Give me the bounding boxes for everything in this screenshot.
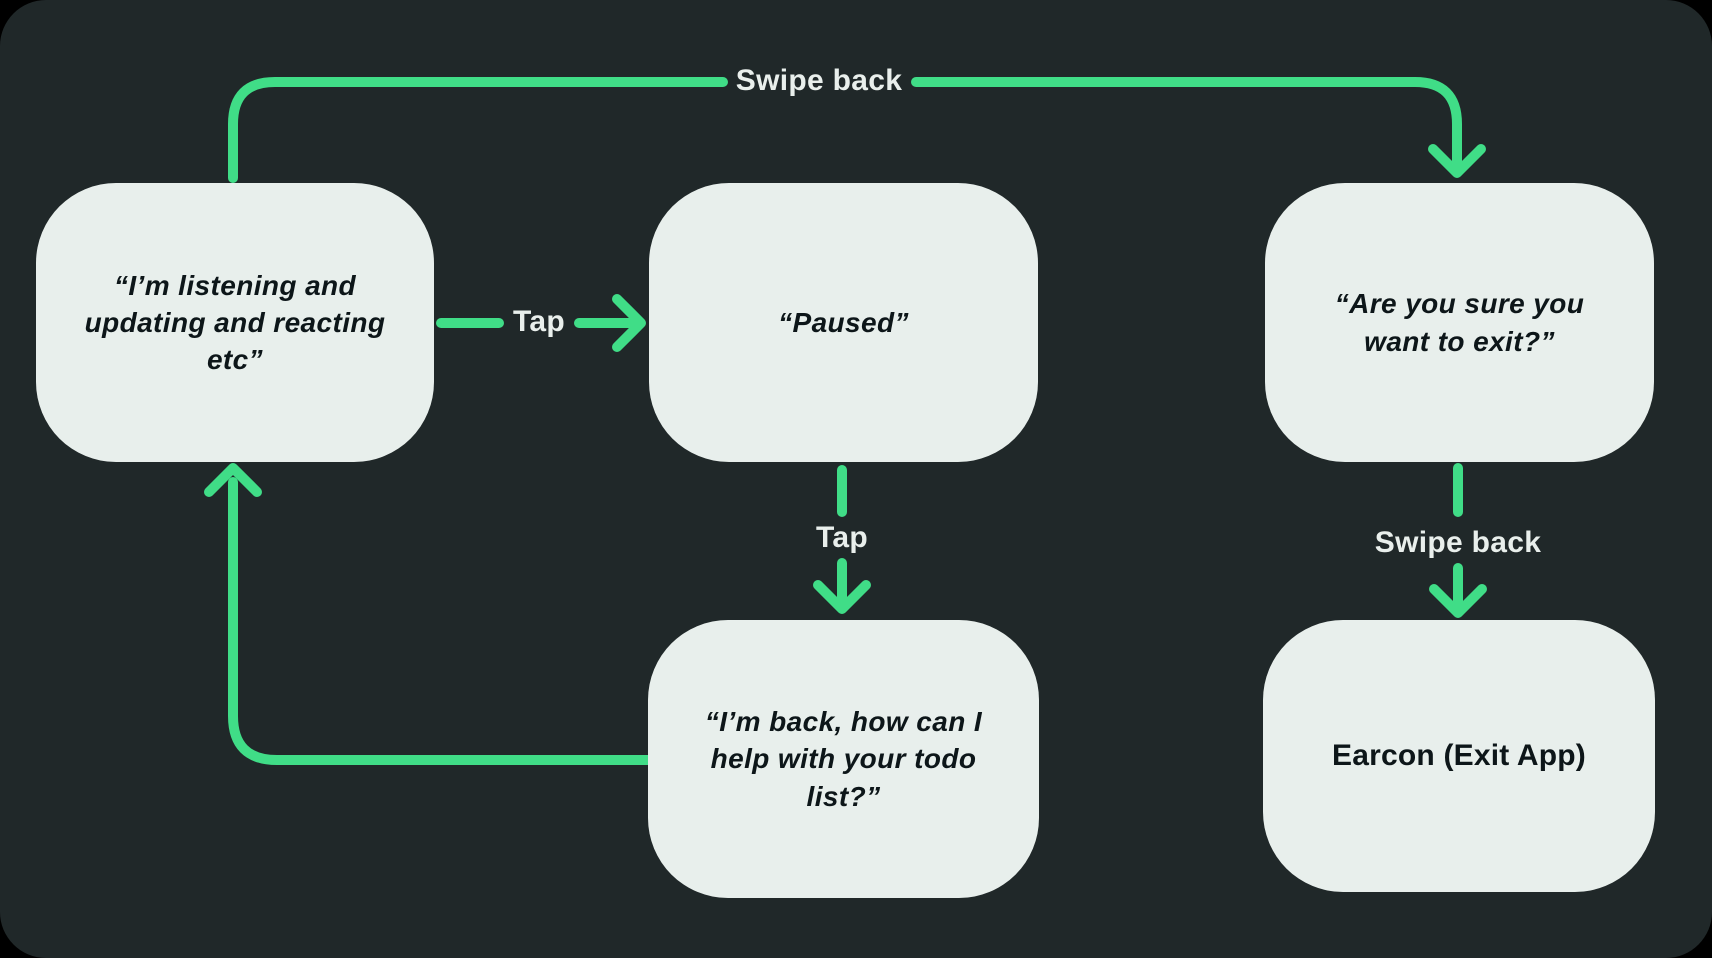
flow-node-earcon-exit: Earcon (Exit App) — [1263, 620, 1655, 892]
flow-node-back-greeting-label: “I’m back, how can I help with your todo… — [704, 706, 983, 812]
flow-node-listening-label: “I’m listening and updating and reacting… — [84, 269, 386, 376]
flow-node-listening: “I’m listening and updating and reacting… — [36, 183, 434, 462]
arrowhead-down-into-back-greeting — [813, 580, 871, 614]
arrowhead-down-into-earcon-exit — [1429, 584, 1487, 618]
edge-swipe-back-top-segment-right — [911, 77, 1462, 171]
edge-label-swipe-back-right: Swipe back — [1374, 526, 1542, 559]
flow-node-back-greeting: “I’m back, how can I help with your todo… — [648, 620, 1039, 898]
edge-return-loop — [228, 477, 653, 765]
arrowhead-right-into-paused — [612, 294, 646, 352]
arrowhead-up-into-listening — [204, 463, 262, 497]
flow-node-paused-label: “Paused” — [778, 306, 909, 338]
edge-label-swipe-back-top: Swipe back — [735, 64, 903, 97]
edge-label-tap-vertical: Tap — [815, 521, 869, 554]
flow-node-paused: “Paused” — [649, 183, 1038, 462]
edge-swipe-back-top-segment-left — [228, 77, 728, 183]
flow-node-exit-confirm-label: “Are you sure you want to exit?” — [1334, 288, 1585, 357]
flow-node-earcon-exit-label: Earcon (Exit App) — [1332, 739, 1586, 773]
edge-label-tap-horizontal: Tap — [512, 305, 566, 338]
flow-node-exit-confirm: “Are you sure you want to exit?” — [1265, 183, 1654, 462]
arrowhead-down-into-exit-confirm — [1428, 144, 1486, 178]
